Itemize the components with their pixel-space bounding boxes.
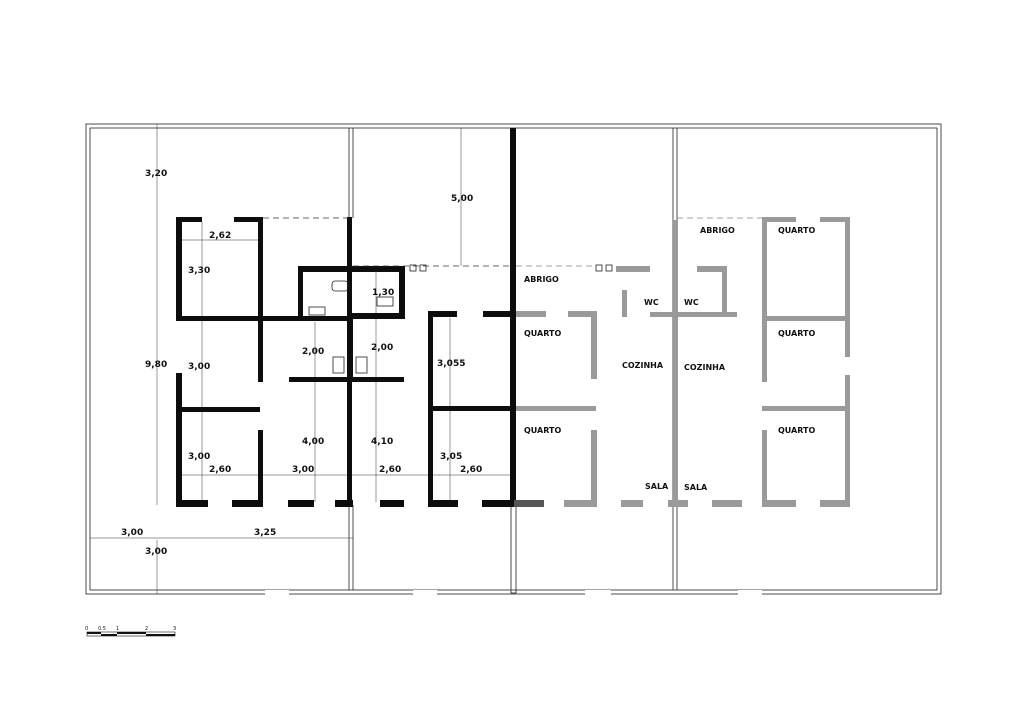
scale-tick-1: 1: [116, 626, 119, 632]
room-cozinha-1: COZINHA: [622, 361, 664, 370]
room-wc-1: WC: [644, 298, 659, 307]
scale-tick-2: 2: [145, 626, 148, 632]
dim-2-00-left: 2,00: [302, 347, 324, 357]
dim-2-00-right: 2,00: [371, 343, 393, 353]
dim-4-00: 4,00: [302, 437, 324, 447]
proposed-walls: [516, 217, 850, 507]
room-quarto-5: QUARTO: [778, 426, 816, 435]
dim-2-60-right: 2,60: [460, 465, 482, 475]
room-labels: ABRIGO QUARTO QUARTO WC WC COZINHA COZIN…: [524, 226, 816, 492]
dim-3-00-width: 3,00: [292, 465, 314, 475]
existing-walls: [176, 128, 544, 507]
dim-3-25: 3,25: [254, 528, 276, 538]
scale-tick-3: 3: [173, 626, 176, 632]
dim-9-80: 9,80: [145, 360, 167, 370]
room-abrigo-2: ABRIGO: [700, 226, 735, 235]
dimension-lines: [90, 124, 510, 594]
room-quarto-2: QUARTO: [524, 426, 562, 435]
dim-1-30: 1,30: [372, 288, 394, 298]
scale-tick-0-5: 0.5: [98, 626, 106, 632]
dimension-labels: 3,20 5,00 2,62 3,30 1,30 9,80 2,00 2,00 …: [121, 169, 482, 557]
room-abrigo-1: ABRIGO: [524, 275, 559, 284]
bathroom-fixtures: [308, 264, 613, 374]
dashed-outlines: [263, 217, 766, 267]
dim-5-00: 5,00: [451, 194, 473, 204]
dim-3-055: 3,055: [437, 359, 465, 369]
dim-3-00-middle: 3,00: [188, 362, 210, 372]
dim-2-60-middle: 2,60: [379, 465, 401, 475]
room-wc-2: WC: [684, 298, 699, 307]
room-quarto-3: QUARTO: [778, 226, 816, 235]
room-sala-1: SALA: [645, 482, 669, 491]
scale-bar: 0 0.5 1 2 3: [85, 626, 176, 637]
room-sala-2: SALA: [684, 483, 708, 492]
room-quarto-4: QUARTO: [778, 329, 816, 338]
room-cozinha-2: COZINHA: [684, 363, 726, 372]
dim-3-20: 3,20: [145, 169, 167, 179]
dim-2-62: 2,62: [209, 231, 231, 241]
room-quarto-1: QUARTO: [524, 329, 562, 338]
dim-4-10: 4,10: [371, 437, 393, 447]
scale-tick-0: 0: [85, 626, 88, 632]
dim-2-60-left: 2,60: [209, 465, 231, 475]
dim-3-00-setback: 3,00: [121, 528, 143, 538]
dim-3-30: 3,30: [188, 266, 210, 276]
dim-3-05: 3,05: [440, 452, 462, 462]
dim-3-00-front: 3,00: [145, 547, 167, 557]
dim-3-00-lower: 3,00: [188, 452, 210, 462]
